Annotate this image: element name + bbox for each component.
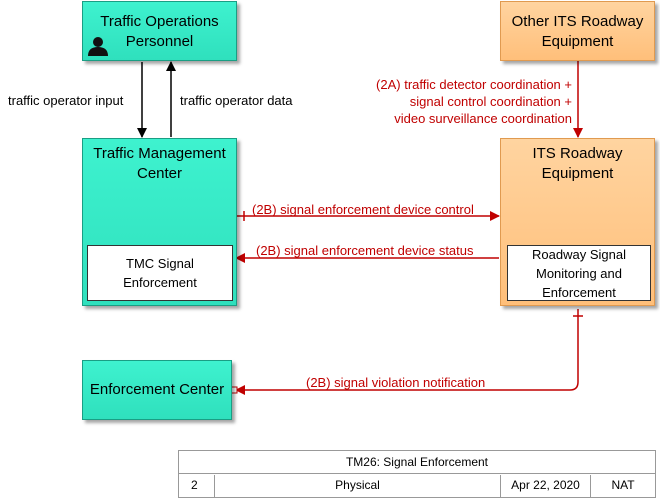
flow-label-coordination-line1: (2A) traffic detector coordination + (376, 77, 572, 92)
flow-violation-line (235, 309, 579, 395)
flow-label-operator-input: traffic operator input (8, 93, 124, 108)
flow-label-violation: (2B) signal violation notification (306, 375, 486, 390)
flow-label-coordination-line2: signal control coordination + (409, 94, 572, 109)
caption-table: TM26: Signal Enforcement 2 Physical Apr … (178, 450, 656, 498)
caption-date: Apr 22, 2020 (501, 475, 591, 498)
subsystem-tmc-signal-enforcement: TMC Signal Enforcement (87, 245, 233, 301)
caption-org: NAT (611, 478, 635, 492)
subsystem-label-line3: Enforcement (542, 284, 616, 300)
node-title-line1: Other ITS Roadway (511, 13, 644, 30)
subsystem-roadway-signal-monitoring: Roadway Signal Monitoring and Enforcemen… (507, 245, 651, 301)
node-enforcement-center: Enforcement Center (82, 360, 232, 420)
subsystem-label-line1: TMC Signal (126, 256, 194, 271)
flow-label-coordination-line3: video surveillance coordination (394, 111, 572, 126)
node-traffic-management-center: Traffic Management Center TMC Signal Enf… (82, 138, 237, 306)
node-traffic-operations-personnel: Traffic Operations Personnel (82, 1, 237, 61)
flow-label-operator-data: traffic operator data (180, 93, 293, 108)
subsystem-label-line2: Enforcement (123, 275, 197, 290)
caption-number: 2 (179, 475, 215, 498)
node-title-line2: Equipment (541, 33, 614, 50)
node-its-roadway-equipment: ITS Roadway Equipment Roadway Signal Mon… (500, 138, 655, 306)
caption-view: Physical (215, 475, 501, 498)
subsystem-label-line2: Monitoring and (536, 265, 622, 281)
node-title-line2: Personnel (125, 33, 194, 50)
caption-title: TM26: Signal Enforcement (179, 452, 655, 474)
node-title-line1: ITS Roadway (532, 145, 623, 162)
flow-label-device-status: (2B) signal enforcement device status (256, 243, 474, 258)
node-title-line2: Center (136, 165, 183, 182)
node-title-line1: Traffic Management (93, 145, 226, 162)
node-title-line1: Traffic Operations (100, 13, 219, 30)
node-title: Enforcement Center (89, 381, 225, 398)
node-other-its-roadway-equipment: Other ITS Roadway Equipment (500, 1, 655, 61)
person-icon (88, 37, 108, 56)
flow-label-device-control: (2B) signal enforcement device control (252, 202, 474, 217)
subsystem-label-line1: Roadway Signal (532, 246, 626, 262)
node-title-line2: Equipment (541, 165, 614, 182)
